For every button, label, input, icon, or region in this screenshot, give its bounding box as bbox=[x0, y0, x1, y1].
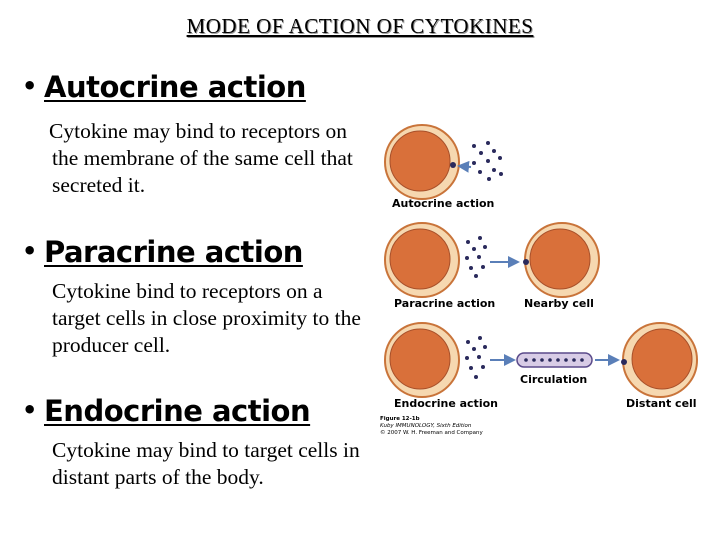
nearby-cell bbox=[523, 222, 600, 298]
producer-cell-paracrine bbox=[384, 222, 460, 298]
distant-cell bbox=[621, 322, 698, 398]
label-paracrine: Paracrine action bbox=[394, 297, 495, 310]
label-autocrine: Autocrine action bbox=[392, 197, 494, 210]
heading-paracrine: •Paracrine action bbox=[22, 235, 303, 269]
label-endocrine: Endocrine action bbox=[394, 397, 498, 410]
text-paracrine: Cytokine bind to receptors on a target c… bbox=[52, 279, 361, 357]
producer-cell-autocrine bbox=[384, 124, 460, 200]
bullet-icon: • bbox=[22, 72, 37, 100]
heading-endocrine: •Endocrine action bbox=[22, 394, 311, 428]
cytokine-dots-paracrine bbox=[465, 236, 487, 278]
page-title: MODE OF ACTION OF CYTOKINES bbox=[186, 14, 534, 38]
cytokine-dots-autocrine bbox=[472, 141, 503, 181]
figure-credit: Figure 12-1b bbox=[380, 416, 420, 422]
arrow-autocrine bbox=[457, 160, 472, 173]
label-distant-cell: Distant cell bbox=[626, 397, 697, 410]
label-nearby-cell: Nearby cell bbox=[524, 297, 594, 310]
circulation-vessel bbox=[516, 352, 593, 368]
bullet-icon: • bbox=[22, 396, 37, 424]
copyright-credit: © 2007 W. H. Freeman and Company bbox=[380, 429, 483, 436]
bullet-icon: • bbox=[22, 237, 37, 265]
cytokine-action-diagram: Autocrine action Paracrine action Nearby… bbox=[370, 115, 720, 455]
book-credit: Kuby IMMUNOLOGY, Sixth Edition bbox=[380, 423, 472, 429]
text-endocrine: Cytokine may bind to target cells in dis… bbox=[52, 438, 360, 489]
label-circulation: Circulation bbox=[520, 373, 587, 386]
producer-cell-endocrine bbox=[384, 322, 460, 398]
text-autocrine: Cytokine may bind to receptors on the me… bbox=[49, 119, 353, 197]
cytokine-dots-endocrine bbox=[465, 336, 487, 379]
heading-autocrine: •Autocrine action bbox=[22, 70, 306, 104]
